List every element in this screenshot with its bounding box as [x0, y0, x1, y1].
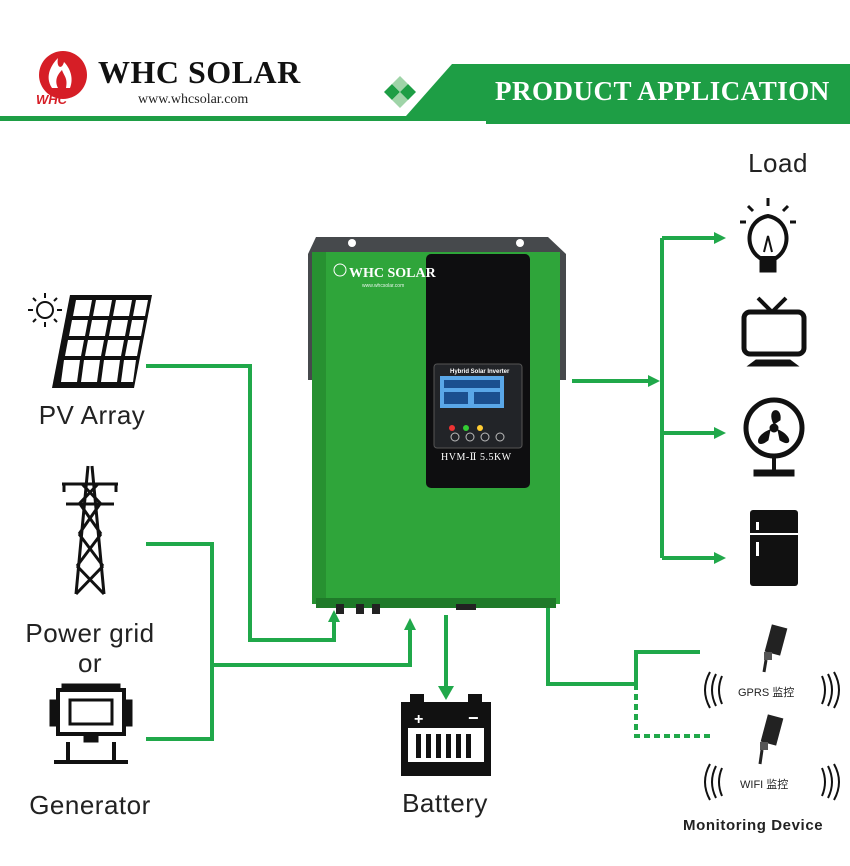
or-label: or: [77, 648, 103, 678]
monitoring-line: [546, 608, 700, 686]
load-title: Load: [748, 148, 808, 178]
connection-lines: [146, 236, 716, 741]
signal-waves-wifi: [704, 763, 840, 801]
monitoring-device-title: Monitoring Device: [683, 817, 824, 834]
arrowheads: [328, 232, 726, 700]
generator-line: [146, 665, 214, 741]
inverter-website: www.whcsolar.com: [362, 283, 405, 289]
refrigerator-icon: [750, 510, 798, 586]
light-bulb-icon: [740, 198, 796, 273]
sun-icon: [28, 293, 62, 327]
battery-label: Battery: [402, 788, 488, 818]
inverter-brand: WHC SOLAR: [349, 266, 436, 281]
wifi-label: WIFI 监控: [740, 779, 789, 791]
website-url: www.whcsolar.com: [138, 92, 249, 107]
fan-icon: [743, 397, 805, 477]
gprs-dongle-icon: [762, 624, 788, 673]
svg-text:+: +: [414, 711, 423, 728]
generator-label: Generator: [29, 790, 151, 820]
pv-array-label: PV Array: [38, 400, 146, 430]
signal-waves-gprs: [704, 671, 840, 709]
gprs-label: GPRS 监控: [738, 687, 795, 699]
whc-logo-icon: WHC: [36, 51, 87, 107]
inverter-model: HVM-Ⅱ 5.5KW: [441, 452, 512, 463]
power-grid-label: Power grid: [25, 618, 155, 648]
pv-line: [146, 364, 336, 642]
solar-panel-icon: [52, 295, 152, 388]
header-band: [0, 64, 850, 124]
tv-icon: [741, 296, 807, 367]
power-tower-icon: [62, 465, 118, 596]
lcd-title: Hybrid Solar Inverter: [450, 369, 510, 375]
brand-name: WHC SOLAR: [98, 54, 301, 90]
logo-text: WHC: [36, 92, 68, 107]
svg-text:−: −: [468, 708, 479, 728]
generator-icon: [49, 683, 133, 764]
battery-icon: + −: [401, 694, 491, 776]
monitoring-dashed-line: [634, 684, 712, 738]
wifi-dongle-icon: [758, 714, 784, 765]
banner-title: PRODUCT APPLICATION: [495, 76, 830, 106]
hybrid-inverter: [308, 237, 566, 614]
